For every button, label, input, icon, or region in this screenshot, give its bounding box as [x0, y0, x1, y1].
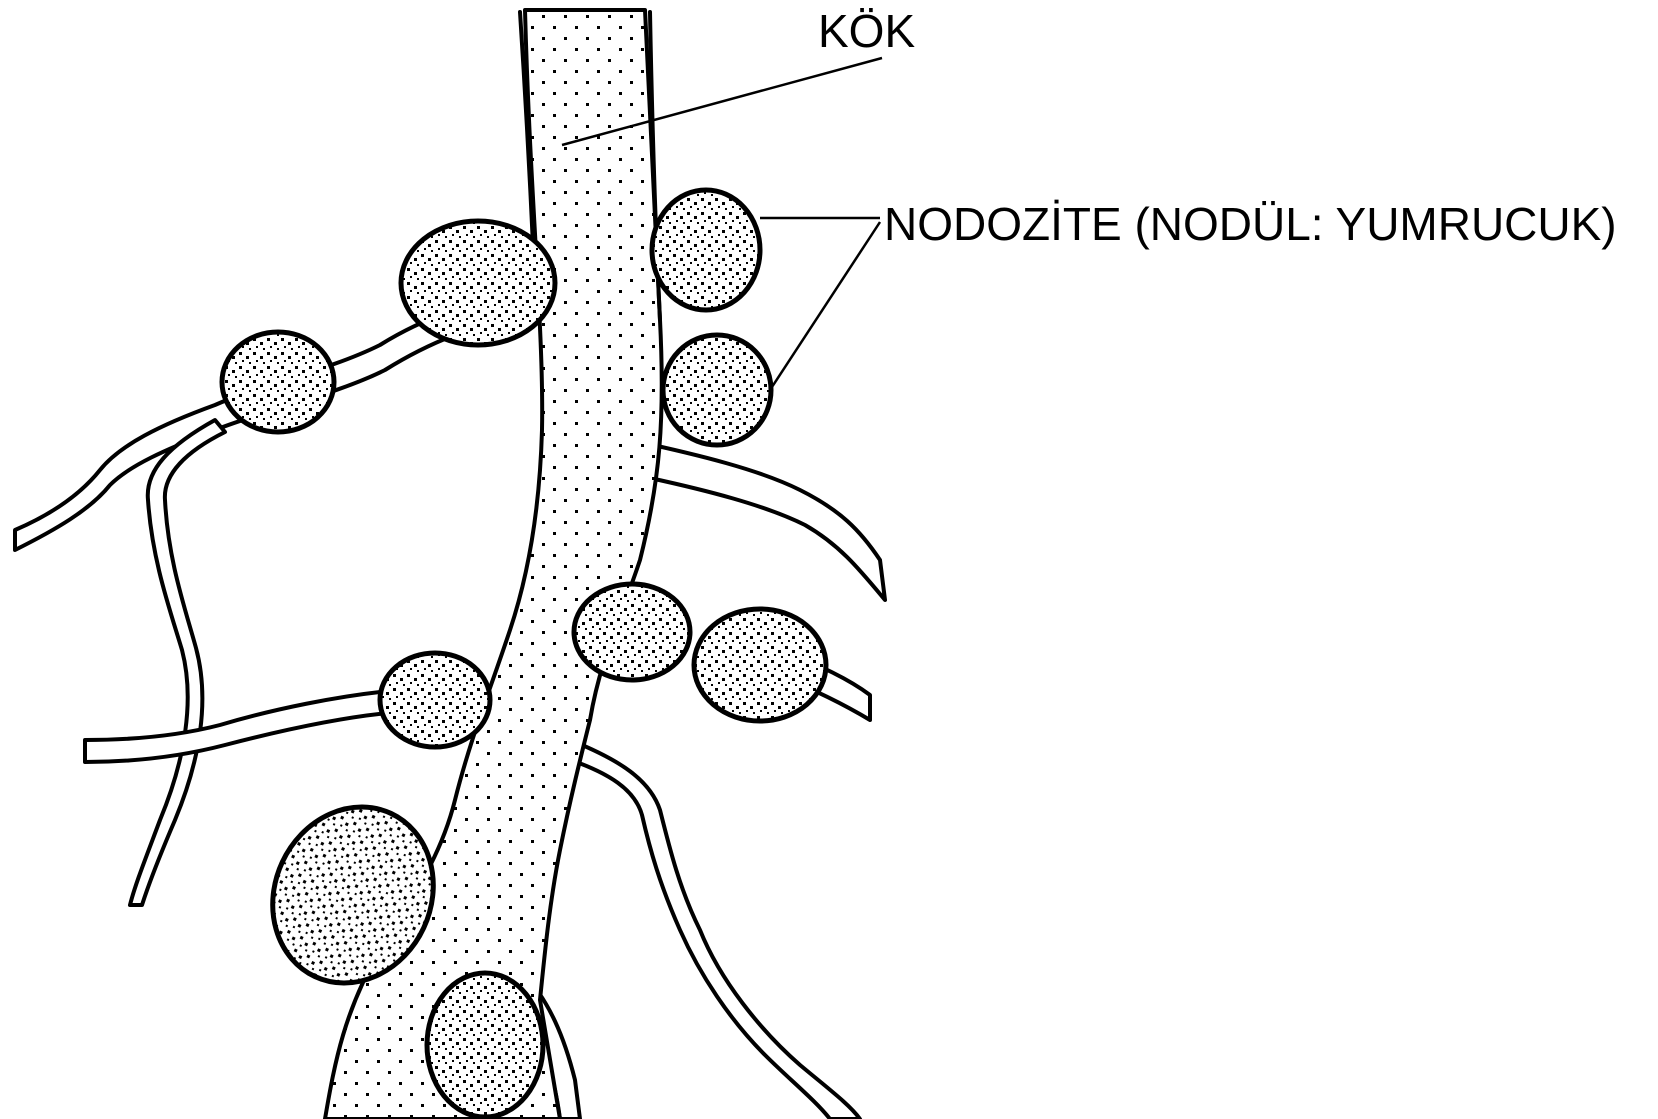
nodule-left-far	[222, 332, 334, 432]
label-nodule: NODOZİTE (NODÜL: YUMRUCUK)	[884, 198, 1617, 250]
long-left-descending-rootlet	[130, 420, 225, 905]
nodule-bottom	[427, 973, 543, 1117]
leader-nodule-lower	[770, 222, 880, 390]
nodule-right-middle	[663, 335, 771, 445]
right-lower-rootlet	[565, 740, 860, 1119]
lower-left-rootlet	[85, 690, 400, 762]
nodule-right-pair-1	[574, 584, 690, 680]
nodule-upper-right	[652, 190, 760, 310]
label-root: KÖK	[818, 5, 915, 57]
right-upper-rootlet	[630, 440, 885, 600]
nodule-right-pair-2	[694, 609, 826, 721]
nodule-lower-left-small	[380, 653, 490, 747]
nodule-upper-left	[401, 221, 555, 345]
